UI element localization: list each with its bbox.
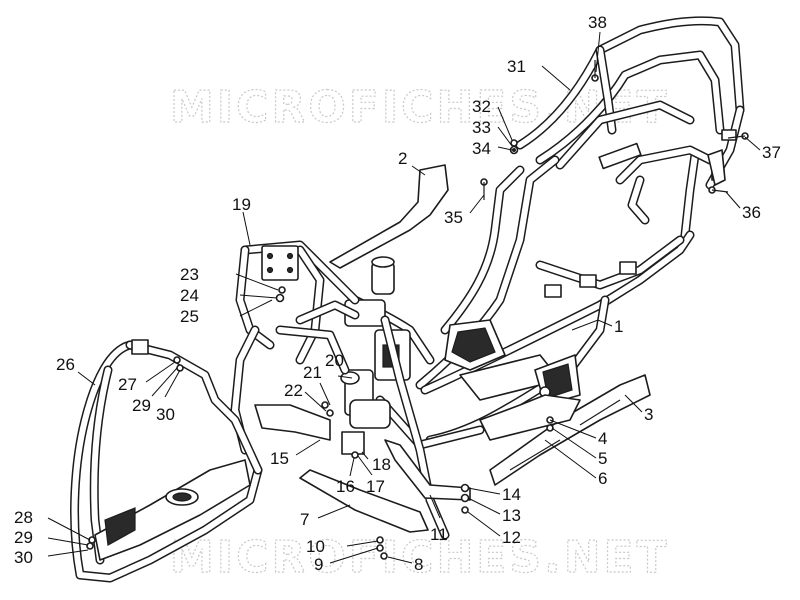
- steering-head: [340, 256, 450, 540]
- callout-17: 17: [366, 477, 385, 496]
- engine-mount-cradle: [444, 319, 581, 406]
- part-11-link: [384, 439, 471, 501]
- part-18-block: [341, 431, 365, 455]
- callout-27: 27: [118, 375, 137, 394]
- callout-23: 23: [180, 265, 199, 284]
- callout-34: 34: [472, 139, 491, 158]
- callout-25: 25: [180, 307, 199, 326]
- callout-7: 7: [300, 510, 309, 529]
- callout-labels: 1 2 3 4 5 6 7 8 9 10 11 12 13 14 15 16 1…: [14, 13, 781, 574]
- callout-29-upper: 29: [132, 396, 151, 415]
- callout-33: 33: [472, 118, 491, 137]
- part-7-brace-bar: [299, 469, 429, 533]
- callout-31: 31: [507, 57, 526, 76]
- part-2-bracket: [329, 164, 449, 269]
- watermark-bottom: MICROFICHES.NET: [170, 532, 670, 583]
- callout-30-lower: 30: [14, 548, 33, 567]
- callout-6: 6: [598, 469, 607, 488]
- callout-4: 4: [598, 429, 607, 448]
- callout-1: 1: [614, 317, 623, 336]
- callout-5: 5: [598, 449, 607, 468]
- rear-upper-frame: [515, 16, 745, 240]
- callout-3: 3: [644, 405, 653, 424]
- callout-8: 8: [414, 555, 423, 574]
- fasteners: [86, 60, 749, 560]
- callout-2: 2: [398, 149, 407, 168]
- callout-24: 24: [180, 286, 199, 305]
- callout-36: 36: [742, 203, 761, 222]
- leader-lines: [47, 31, 761, 564]
- front-bumper-frame: [70, 339, 263, 583]
- callout-13: 13: [502, 506, 521, 525]
- callout-38: 38: [588, 13, 607, 32]
- callout-12: 12: [502, 528, 521, 547]
- part-15-plate: [254, 404, 331, 441]
- part-37-bracket: [707, 149, 726, 186]
- callout-22: 22: [284, 381, 303, 400]
- callout-28: 28: [14, 508, 33, 527]
- callout-19: 19: [232, 195, 251, 214]
- callout-14: 14: [502, 485, 521, 504]
- part-6-bracket-arm: [479, 394, 581, 441]
- callout-21: 21: [303, 363, 322, 382]
- callout-10: 10: [306, 537, 325, 556]
- callout-26: 26: [56, 355, 75, 374]
- callout-15: 15: [270, 449, 289, 468]
- callout-18: 18: [372, 455, 391, 474]
- callout-32: 32: [472, 97, 491, 116]
- callout-30-upper: 30: [156, 405, 175, 424]
- callout-16: 16: [336, 477, 355, 496]
- callout-11: 11: [430, 525, 448, 544]
- callout-37: 37: [762, 143, 781, 162]
- main-frame: [375, 155, 695, 450]
- callout-20: 20: [325, 351, 344, 370]
- callout-35: 35: [444, 208, 463, 227]
- callout-29-lower: 29: [14, 528, 33, 547]
- callout-9: 9: [314, 555, 323, 574]
